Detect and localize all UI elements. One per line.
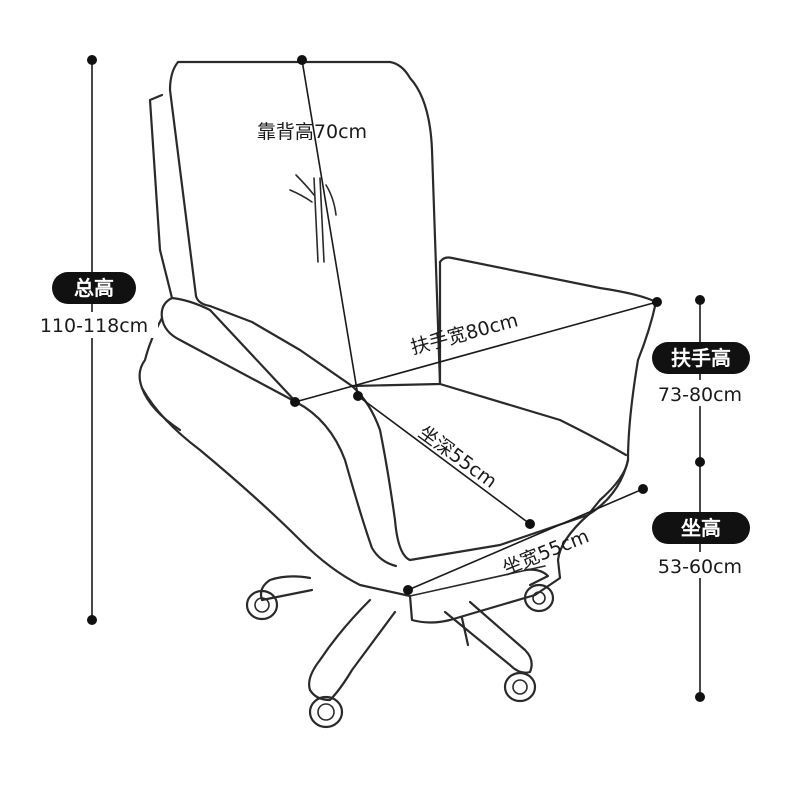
- total-height-badge: 总高: [52, 272, 136, 304]
- gas-lift: [460, 616, 470, 647]
- seat-cushion: [350, 384, 630, 562]
- total-height-value-backdrop: [30, 312, 158, 338]
- armrest-height-label: 扶手高: [671, 346, 731, 370]
- chair-illustration: [138, 60, 658, 729]
- backrest-zipper: [319, 177, 325, 263]
- caster-back-left: [245, 589, 279, 621]
- armrest-height-value: 73-80cm: [658, 384, 742, 406]
- backrest: [168, 60, 442, 388]
- backrest-side: [148, 93, 174, 300]
- armrest-width-text: 扶手宽80cm: [408, 309, 520, 359]
- base-leg-back-left: [259, 575, 314, 602]
- total-height-label: 总高: [74, 276, 114, 300]
- total-height-value: 110-118cm: [40, 315, 148, 337]
- seat-depth-text: 坐深55cm: [414, 421, 501, 492]
- seat-width-dimension-line: [403, 484, 648, 595]
- seat-height-label: 坐高: [681, 516, 721, 540]
- base-leg-back-right: [523, 568, 550, 587]
- seat-depth-dimension-line: [357, 395, 535, 529]
- seat-height-badge: 坐高: [652, 512, 750, 544]
- backrest-crease: [289, 189, 313, 203]
- seat-height-value: 53-60cm: [658, 556, 742, 578]
- left-armrest-top: [138, 316, 412, 598]
- backrest-crease: [295, 174, 315, 196]
- backrest-height-dimension-line: [297, 55, 363, 401]
- seat-width-text: 坐宽55cm: [499, 525, 592, 580]
- caster-back-right: [523, 583, 555, 613]
- base-leg-front-right: [443, 600, 533, 674]
- backrest-zipper: [313, 177, 319, 263]
- armrest-height-badge: 扶手高: [652, 342, 750, 374]
- right-armrest-inner: [438, 260, 628, 457]
- seat-height-value-backdrop: [648, 552, 752, 578]
- base-leg-front-left: [308, 598, 397, 702]
- total-height-dimension-line: [87, 55, 97, 625]
- caster-front-left: [308, 695, 344, 729]
- backrest-crease: [325, 184, 337, 216]
- left-armrest-base: [140, 386, 182, 432]
- seat-base-line: [409, 565, 546, 597]
- armrest-width-dimension-line: [290, 297, 662, 407]
- left-armrest-front: [170, 296, 298, 404]
- armrest-height-value-backdrop: [648, 380, 752, 406]
- backrest-height-text: 靠背高70cm: [257, 121, 367, 143]
- seat-base: [408, 513, 590, 624]
- caster-front-right: [503, 671, 537, 703]
